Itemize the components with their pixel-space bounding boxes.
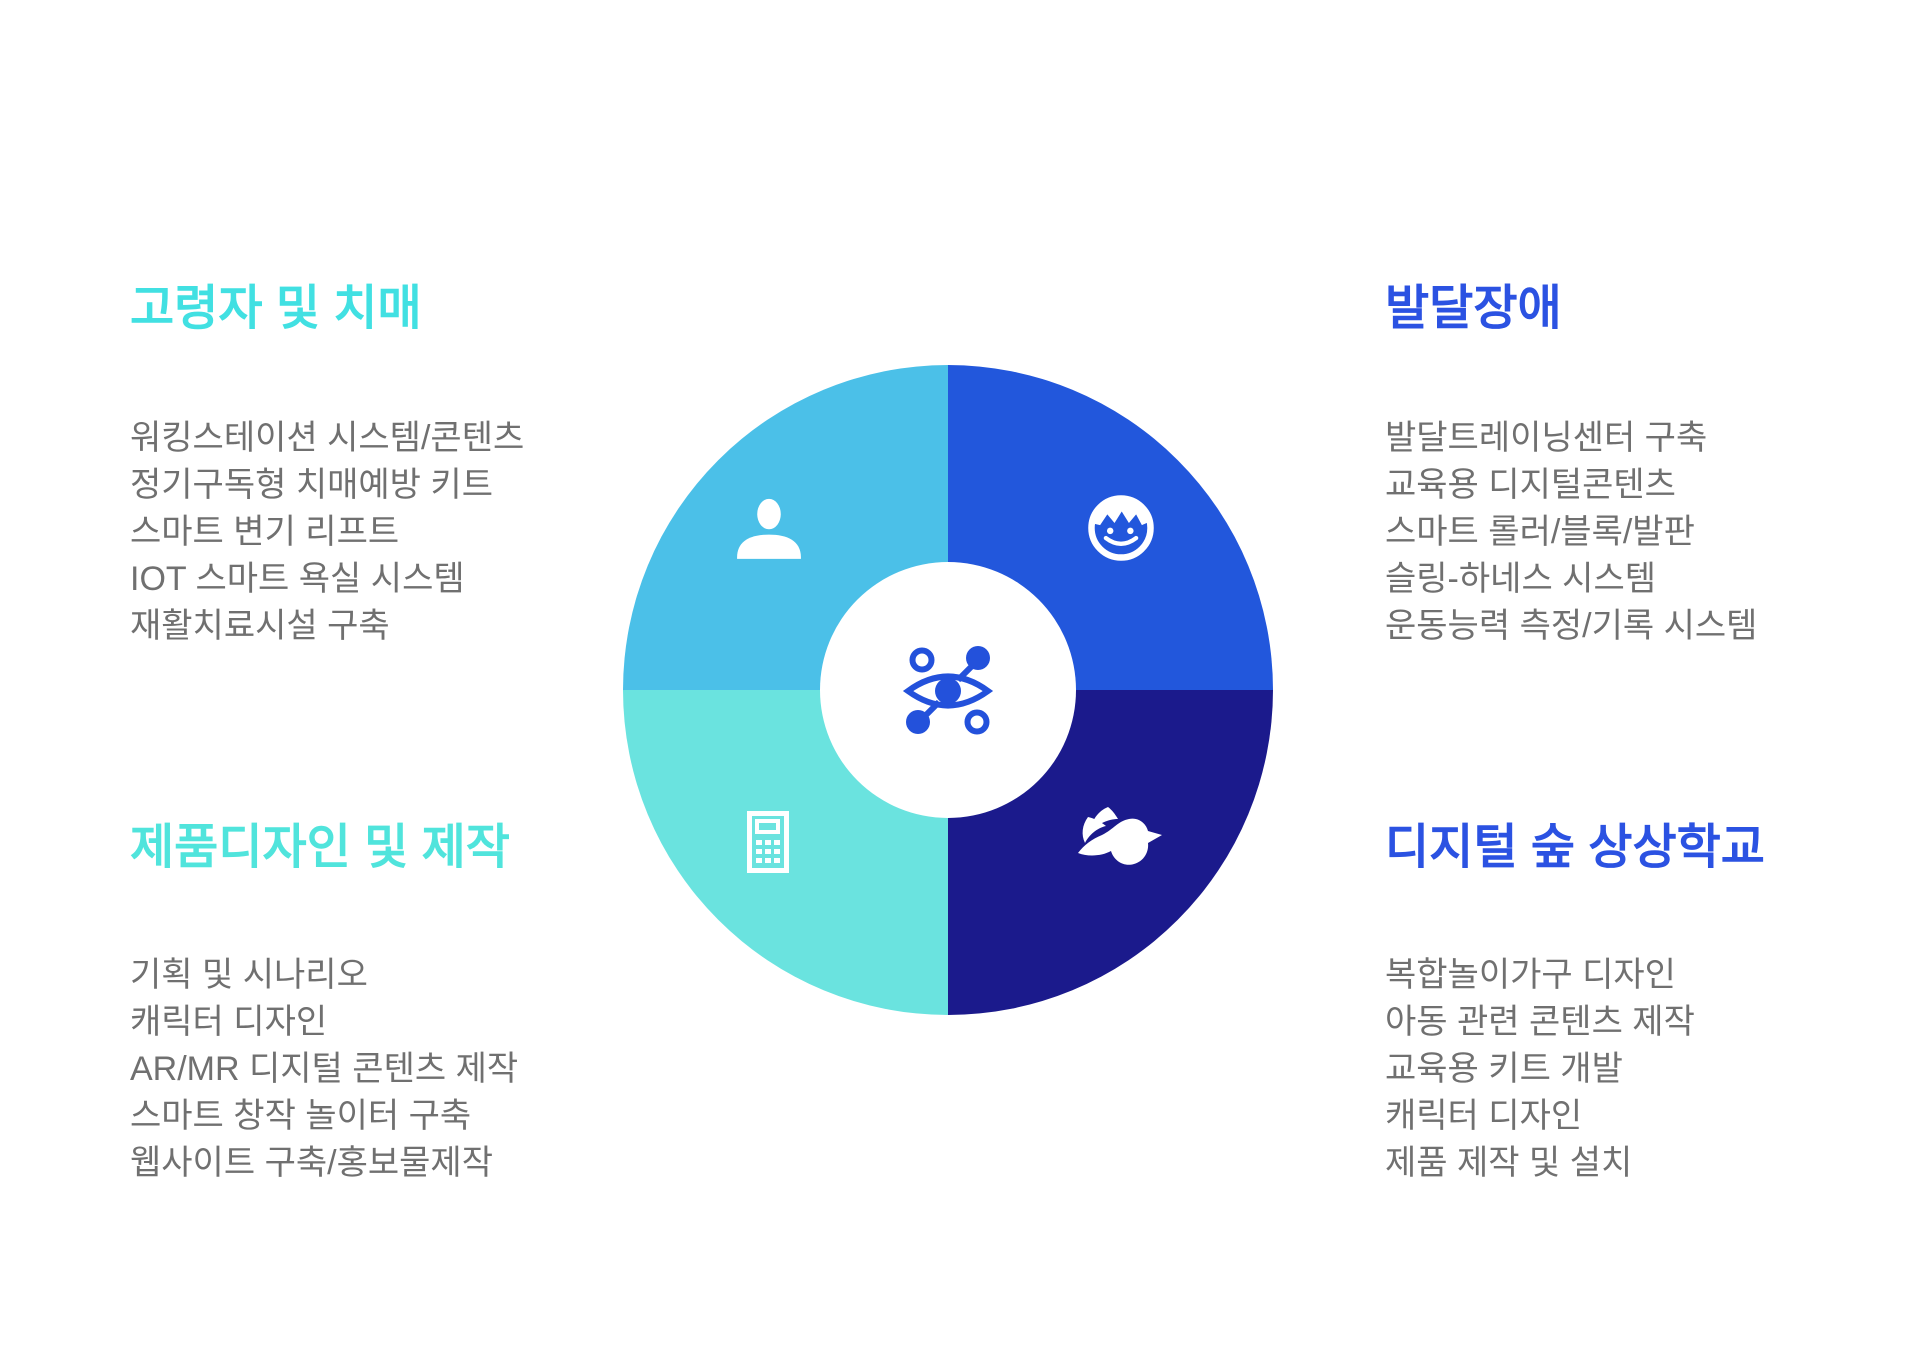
list-line: 캐릭터 디자인	[130, 1003, 328, 1041]
list-line: 웹사이트 구축/홍보물제작	[130, 1144, 493, 1182]
calculator-icon	[747, 811, 789, 873]
list-line: 스마트 창작 놀이터 구축	[130, 1097, 472, 1135]
list-line: 교육용 디지털콘텐츠	[1385, 466, 1676, 504]
list-line: 발달트레이닝센터 구축	[1385, 419, 1708, 457]
section-top-right-title: 발달장애	[1385, 282, 1562, 335]
section-bottom-right-title: 디지털 숲 상상학교	[1385, 821, 1765, 874]
list-line: 제품 제작 및 설치	[1385, 1144, 1633, 1182]
list-line: 스마트 변기 리프트	[130, 513, 400, 551]
donut-chart	[623, 365, 1273, 1015]
list-line: 캐릭터 디자인	[1385, 1097, 1583, 1135]
section-top-left-title: 고령자 및 치매	[130, 282, 422, 335]
list-line: 기획 및 시나리오	[130, 956, 368, 994]
child-face-icon	[1085, 492, 1157, 564]
list-line: 슬링-하네스 시스템	[1385, 560, 1657, 598]
donut-center	[820, 562, 1076, 818]
list-line: 정기구독형 치매예방 키트	[130, 466, 493, 504]
list-line: 교육용 키트 개발	[1385, 1050, 1623, 1088]
list-line: 아동 관련 콘텐츠 제작	[1385, 1003, 1695, 1041]
list-line: 스마트 롤러/블록/발판	[1385, 513, 1695, 551]
list-line: 복합놀이가구 디자인	[1385, 956, 1676, 994]
list-line: IOT 스마트 욕실 시스템	[130, 560, 465, 598]
section-bottom-left-title: 제품디자인 및 제작	[130, 821, 510, 874]
person-icon	[731, 491, 807, 563]
list-line: 운동능력 측정/기록 시스템	[1385, 607, 1758, 645]
vision-network-icon	[902, 646, 994, 735]
list-line: 워킹스테이션 시스템/콘텐츠	[130, 419, 525, 457]
dove-icon	[1078, 807, 1162, 871]
list-line: 재활치료시설 구축	[130, 607, 390, 645]
list-line: AR/MR 디지털 콘텐츠 제작	[130, 1050, 519, 1088]
